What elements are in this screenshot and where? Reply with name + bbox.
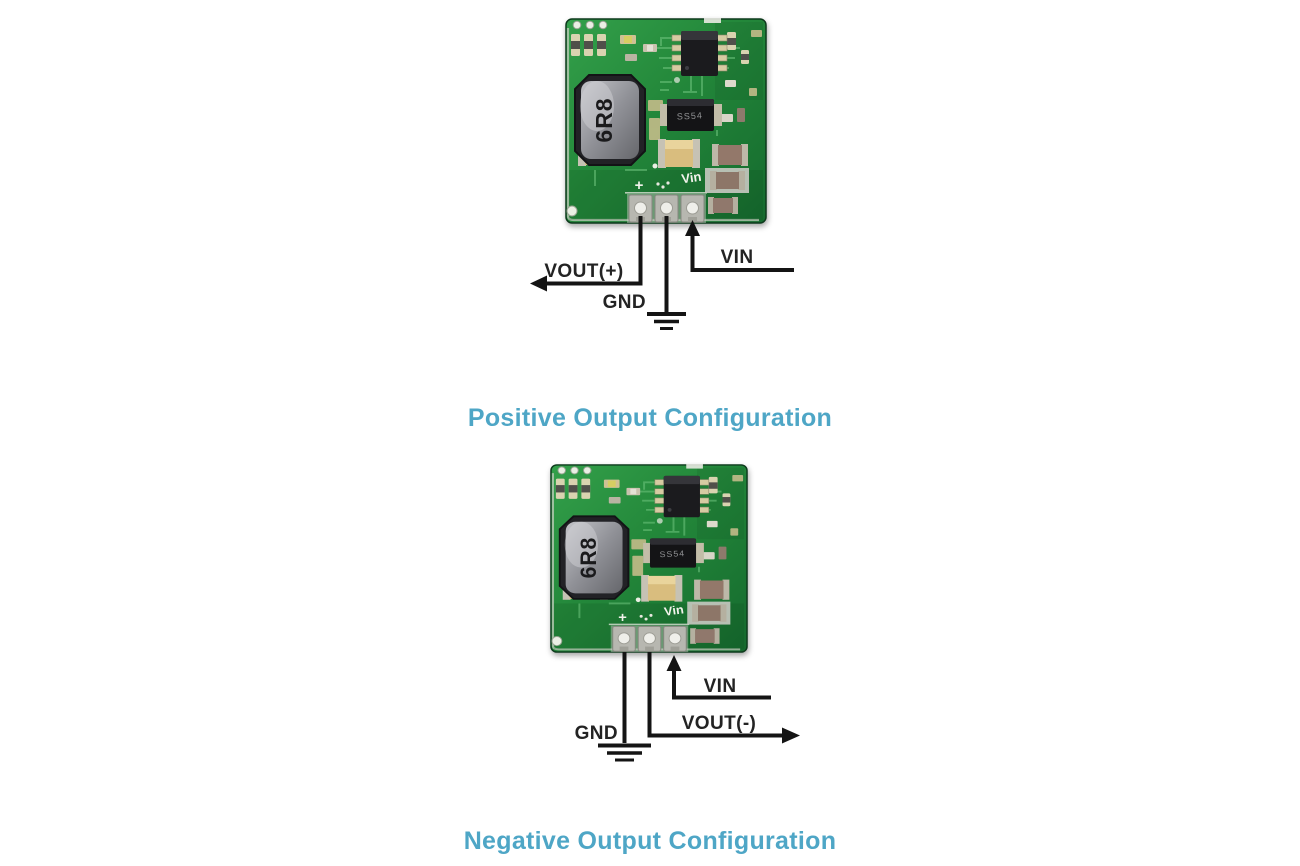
vout-arrow-right-icon bbox=[782, 727, 800, 744]
silkscreen-vin: Vin bbox=[663, 603, 684, 619]
diode-label: SS54 bbox=[659, 548, 685, 559]
silkscreen-line bbox=[608, 623, 690, 626]
smd-resistors bbox=[571, 32, 749, 64]
smd-resistors bbox=[555, 476, 731, 507]
smd-parts bbox=[603, 479, 727, 560]
silkscreen-vin: Vin bbox=[680, 169, 702, 187]
silkscreen-marks bbox=[639, 613, 653, 621]
vin-arrow-up-icon bbox=[685, 220, 700, 236]
silkscreen-line bbox=[625, 192, 707, 194]
silkscreen-plus: + bbox=[618, 610, 627, 625]
solder-pads bbox=[612, 625, 687, 652]
vin-arrow-up-icon bbox=[666, 655, 682, 671]
pcb-photo-positive: SS54 6R8 bbox=[565, 18, 767, 224]
positive-wiring-diagram: VOUT(+) GND VIN bbox=[530, 216, 794, 330]
silkscreen-plus: + bbox=[635, 177, 644, 194]
diode-ss54: SS54 bbox=[643, 538, 704, 568]
vout-wire bbox=[546, 216, 643, 286]
inductor-6r8: 6R8 bbox=[558, 515, 630, 600]
ground-symbol-icon bbox=[647, 312, 686, 330]
silkscreen-tick bbox=[704, 18, 721, 23]
ic-chip bbox=[671, 31, 728, 76]
mounting-holes bbox=[566, 20, 658, 217]
pcb-photo-negative: SS54 6R8 bbox=[550, 464, 748, 653]
mounting-holes bbox=[551, 466, 641, 647]
figure-title-positive: Positive Output Configuration bbox=[467, 403, 833, 432]
silkscreen-marks bbox=[656, 181, 670, 189]
diode-label: SS54 bbox=[677, 110, 704, 121]
silkscreen-tick bbox=[686, 464, 703, 469]
vin-wire bbox=[690, 233, 794, 272]
gnd-label: GND bbox=[603, 292, 646, 313]
gnd-label: GND bbox=[575, 723, 618, 744]
inductor-label: 6R8 bbox=[591, 97, 617, 142]
pcb-module-photo: SS54 6R8 bbox=[565, 18, 767, 224]
vin-wire bbox=[672, 668, 771, 700]
diode-ss54: SS54 bbox=[660, 99, 722, 131]
negative-wiring-diagram: GND VOUT(-) VIN bbox=[575, 652, 800, 762]
vout-label: VOUT(+) bbox=[544, 261, 623, 282]
smd-parts bbox=[620, 35, 745, 122]
vin-label: VIN bbox=[721, 247, 754, 268]
vout-wire bbox=[647, 652, 783, 738]
silkscreen-dot bbox=[656, 518, 663, 524]
inductor-label: 6R8 bbox=[575, 537, 601, 578]
pcb-module-photo: SS54 6R8 bbox=[550, 464, 748, 653]
vout-arrow-left-icon bbox=[530, 275, 547, 292]
ic-chip bbox=[654, 475, 710, 518]
vin-label: VIN bbox=[704, 676, 737, 697]
board-edge-highlight bbox=[566, 28, 759, 222]
board-edge-highlight bbox=[551, 473, 741, 651]
ground-symbol-icon bbox=[598, 743, 651, 762]
inductor-6r8: 6R8 bbox=[574, 74, 646, 166]
vout-label: VOUT(-) bbox=[682, 713, 757, 734]
figure-title-negative: Negative Output Configuration bbox=[463, 826, 837, 855]
silkscreen-dot bbox=[674, 77, 680, 83]
